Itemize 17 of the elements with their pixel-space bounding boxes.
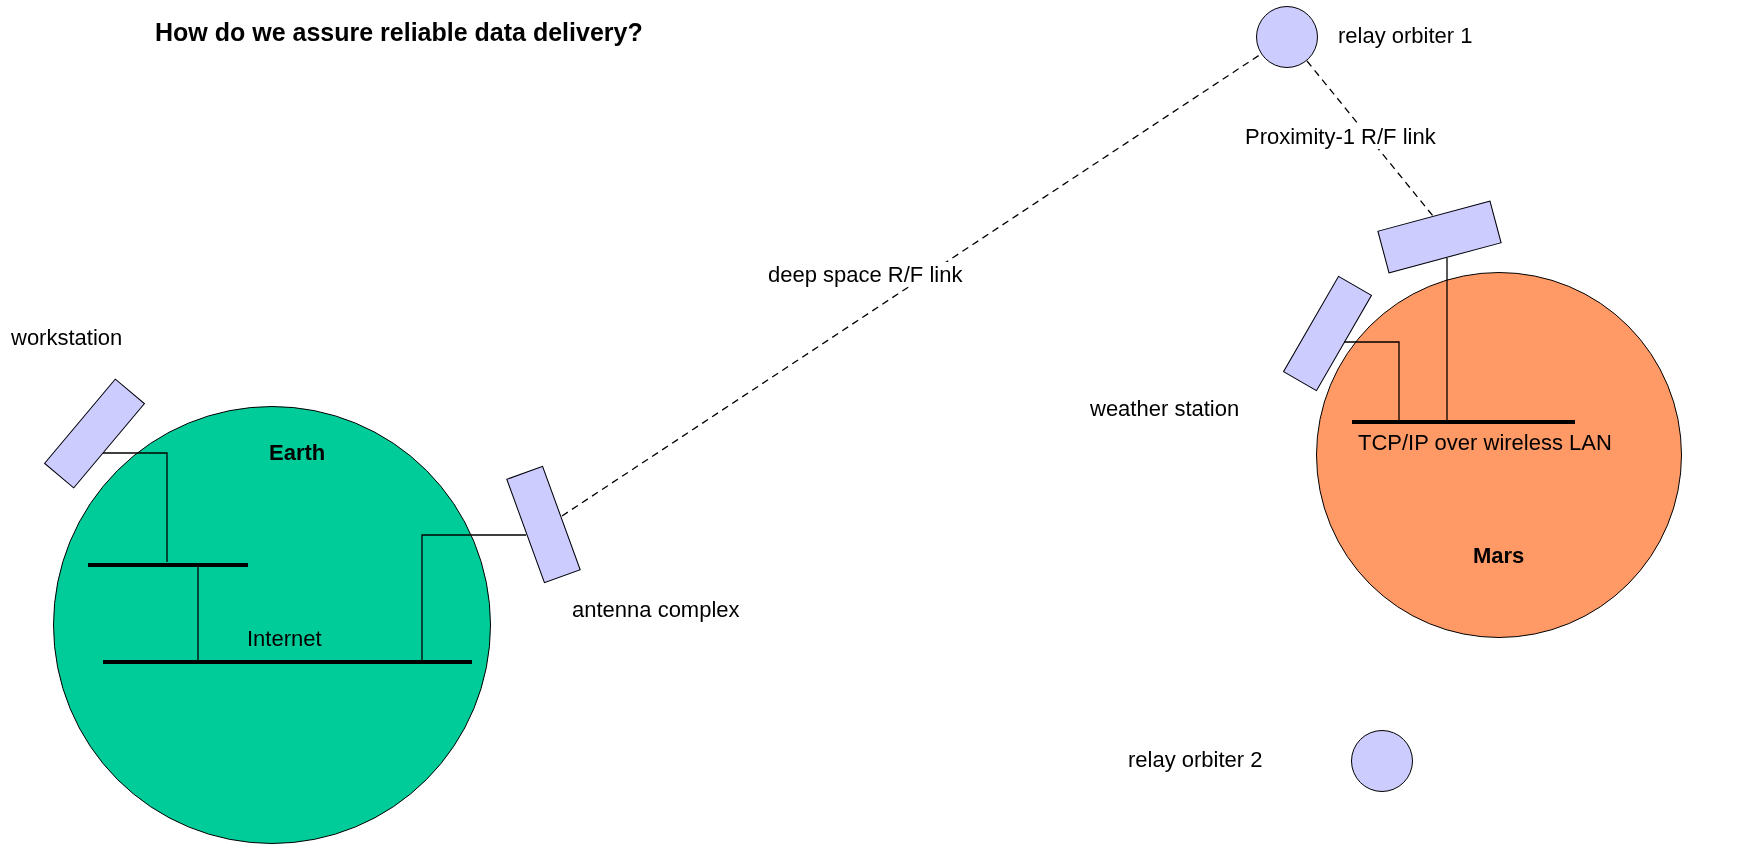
radio-link-line (1306, 60, 1434, 217)
device-label: workstation (11, 325, 123, 351)
orbiter-label: relay orbiter 1 (1338, 23, 1473, 49)
cable-line (1446, 257, 1448, 421)
radio-link-line (561, 53, 1262, 517)
planet-label: Mars (1473, 543, 1525, 569)
cable-line (421, 534, 527, 661)
device-label: weather station (1090, 396, 1240, 422)
planet-label: Earth (269, 440, 326, 466)
edge-label: deep space R/F link (766, 262, 965, 288)
network-label: Internet (247, 626, 322, 652)
edge-label: Proximity-1 R/F link (1243, 124, 1438, 150)
network-label: TCP/IP over wireless LAN (1358, 430, 1612, 456)
orbiter-label: relay orbiter 2 (1128, 747, 1263, 773)
cable-line (1343, 341, 1400, 421)
diagram-title: How do we assure reliable data delivery? (155, 18, 643, 47)
device-label: antenna complex (572, 597, 740, 623)
